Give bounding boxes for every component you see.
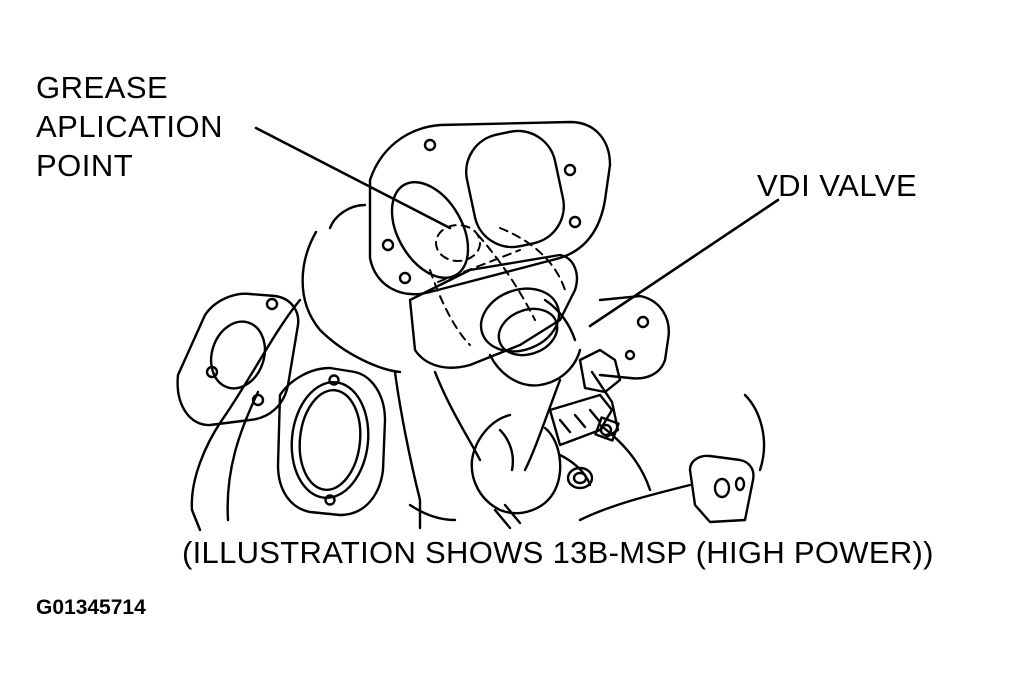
figure-id: G01345714	[36, 596, 146, 619]
left-flange	[178, 294, 299, 425]
vdi-valve-actuator	[472, 350, 620, 528]
grease-label-line-3: POINT	[36, 148, 134, 183]
round-port-flange	[278, 368, 385, 515]
right-flange	[600, 296, 669, 378]
vdi-leader-line	[590, 200, 778, 326]
top-flange	[370, 122, 610, 294]
illustration-caption: (ILLUSTRATION SHOWS 13B-MSP (HIGH POWER)…	[182, 535, 934, 570]
leader-lines	[256, 128, 778, 326]
grease-leader-line	[256, 128, 450, 228]
grease-application-label: GREASE APLICATION POINT	[36, 68, 223, 185]
manifold-body	[192, 205, 764, 530]
grease-label-line-1: GREASE	[36, 70, 169, 105]
center-housing	[410, 255, 580, 385]
hidden-valve-outline	[430, 225, 565, 345]
vdi-valve-label: VDI VALVE	[757, 168, 918, 203]
grease-label-line-2: APLICATION	[36, 109, 224, 144]
mounting-bracket	[690, 456, 753, 522]
